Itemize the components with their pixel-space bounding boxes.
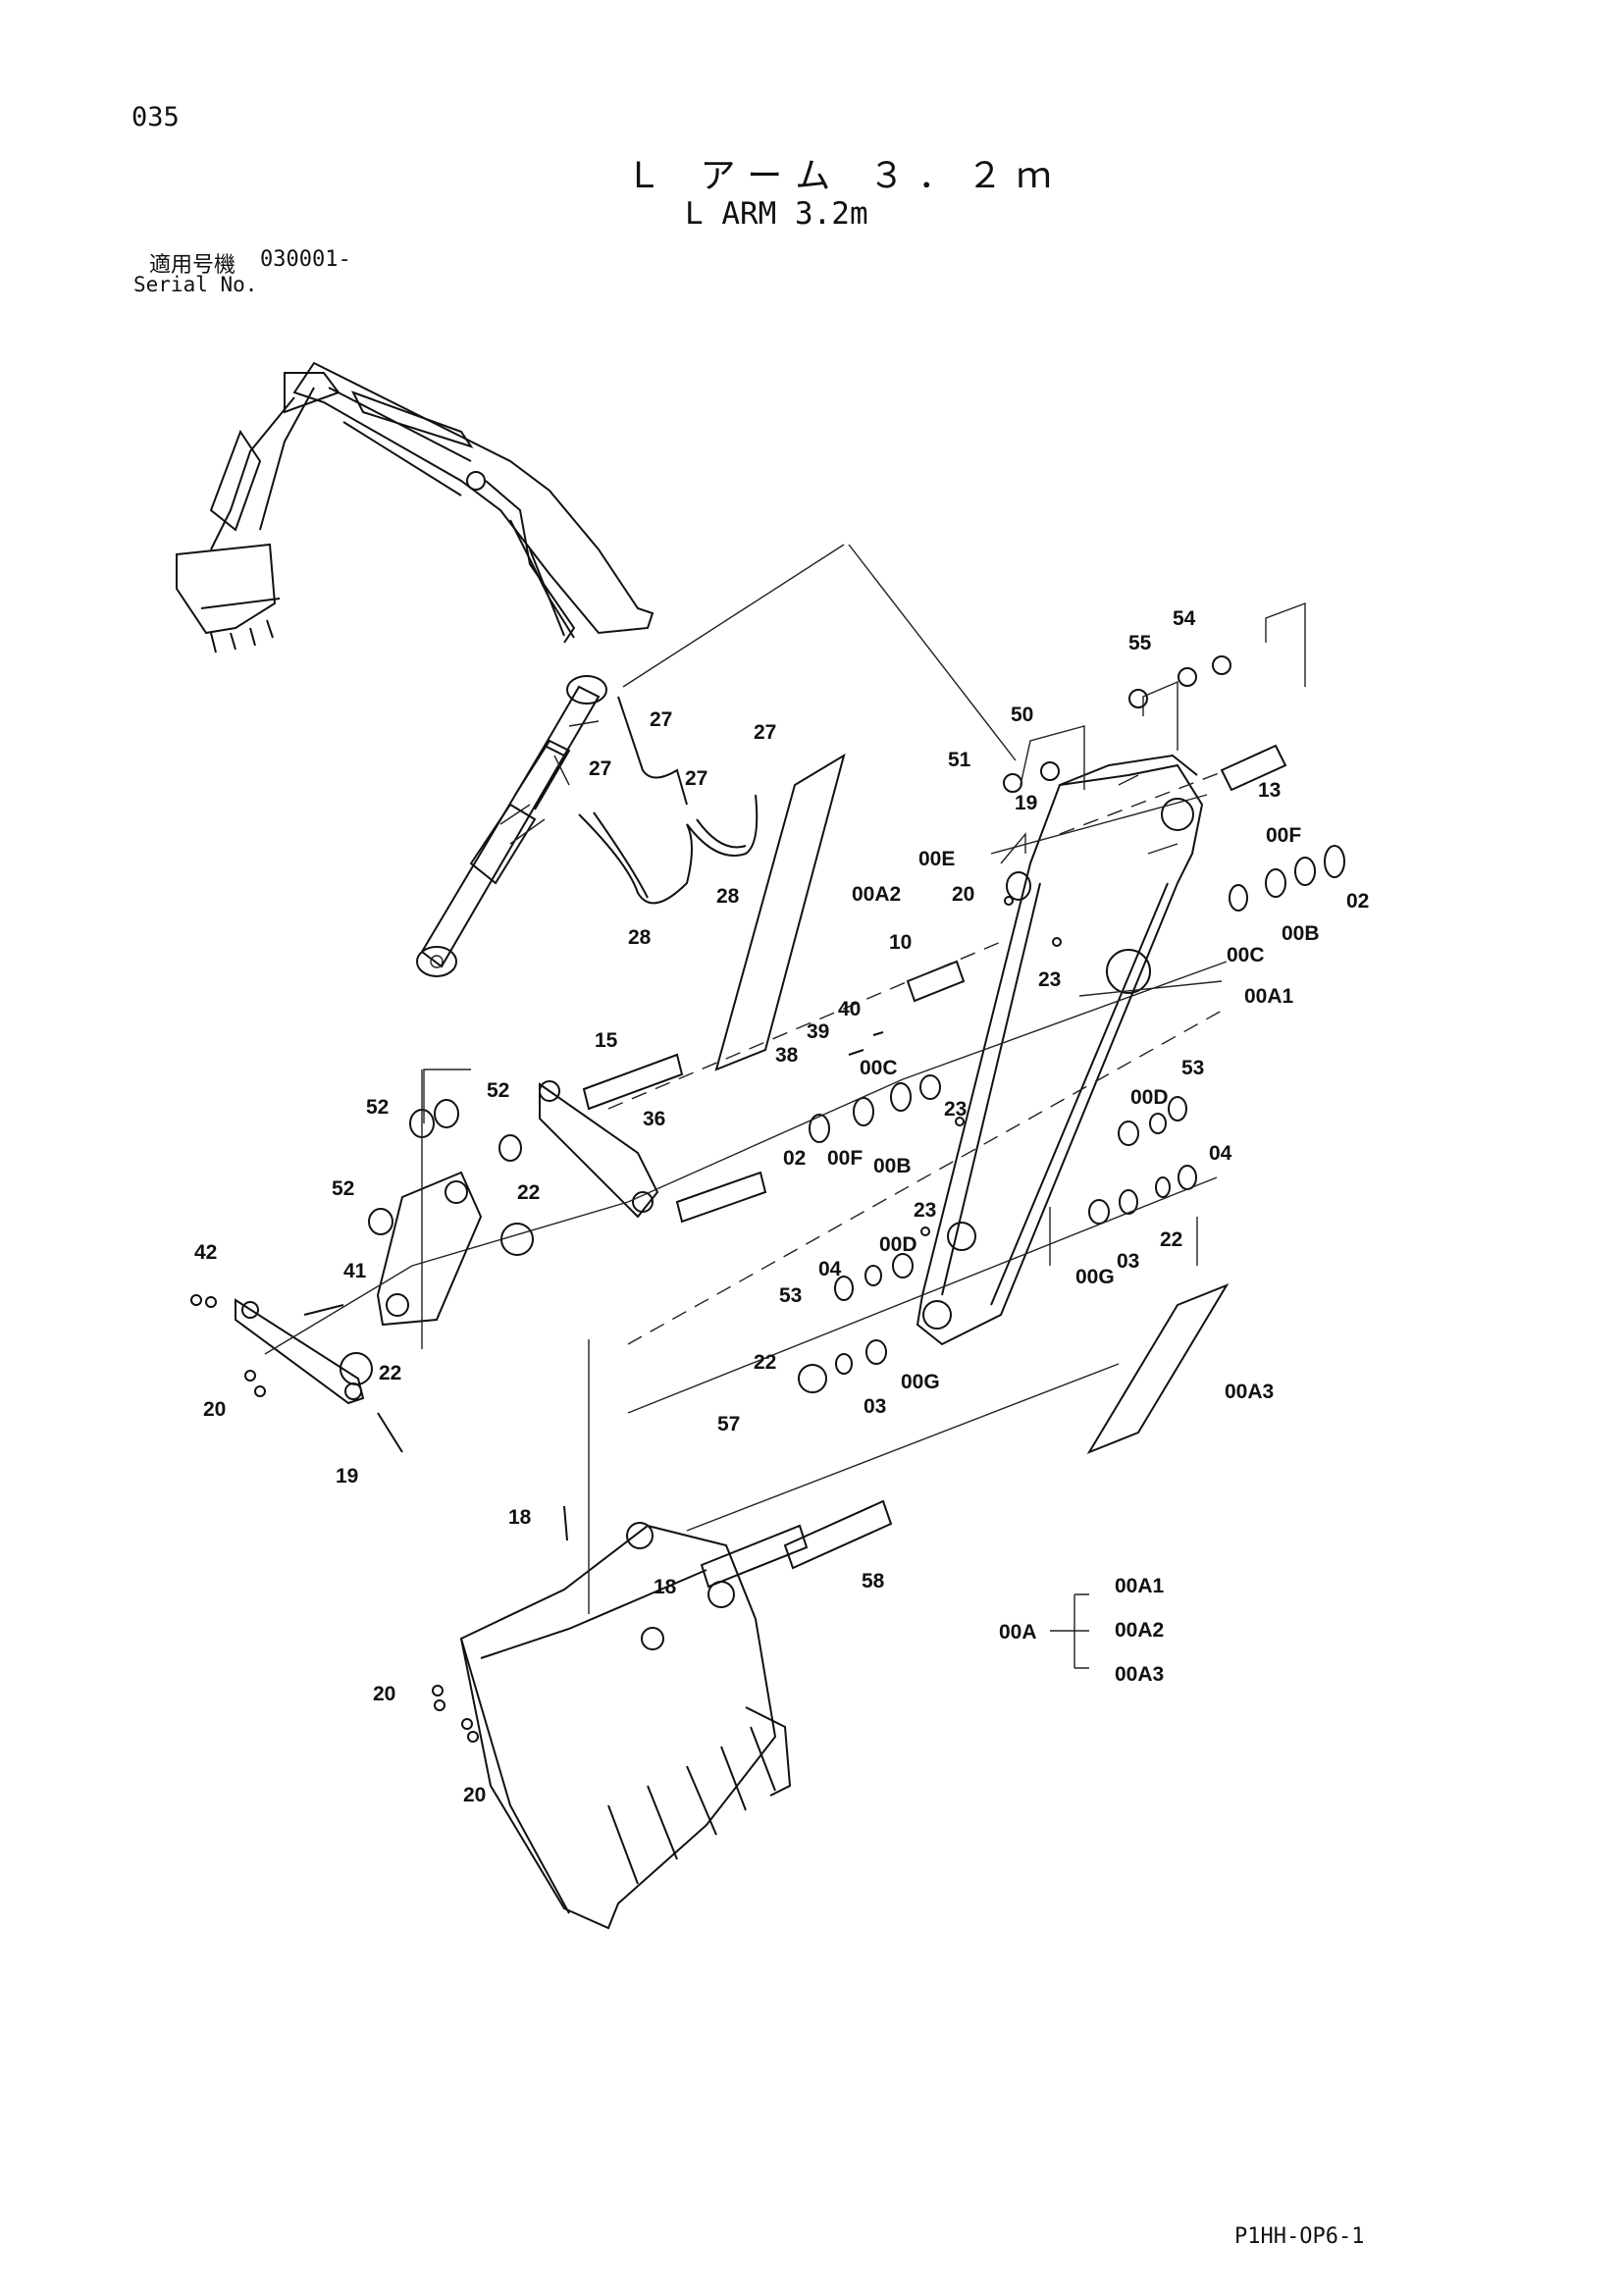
part-label-00e: 00E (918, 848, 955, 870)
part-label-00a: 00A (999, 1621, 1037, 1644)
part-label-27: 27 (754, 721, 776, 744)
part-label-00g: 00G (901, 1371, 940, 1393)
part-label-23: 23 (914, 1199, 936, 1222)
part-label-52: 52 (366, 1096, 389, 1119)
part-label-53: 53 (779, 1284, 802, 1307)
washers-illustration (340, 655, 1345, 1393)
fasteners-illustration (190, 896, 1062, 1743)
part-label-00a1: 00A1 (1244, 985, 1294, 1008)
part-label-22: 22 (1160, 1228, 1182, 1251)
part-label-27: 27 (589, 757, 611, 780)
part-label-00a3: 00A3 (1115, 1663, 1164, 1686)
part-label-00b: 00B (1282, 922, 1320, 945)
part-label-20: 20 (203, 1398, 226, 1421)
part-label-23: 23 (944, 1098, 967, 1121)
part-label-57: 57 (717, 1413, 740, 1435)
bucket-illustration (459, 1522, 792, 1930)
part-label-10: 10 (889, 931, 912, 954)
title-english: L ARM 3.2m (685, 196, 868, 232)
part-label-42: 42 (194, 1241, 217, 1264)
part-label-18: 18 (654, 1576, 677, 1598)
part-label-40: 40 (838, 998, 861, 1020)
serial-label-japanese: 適用号機 (149, 253, 236, 278)
part-label-52: 52 (332, 1177, 354, 1200)
part-label-51: 51 (948, 749, 971, 771)
part-label-20: 20 (373, 1683, 395, 1705)
part-label-38: 38 (775, 1044, 799, 1067)
arm-body-illustration (916, 754, 1204, 1346)
part-label-20: 20 (463, 1784, 486, 1806)
part-label-00d: 00D (879, 1233, 917, 1256)
part-label-22: 22 (379, 1362, 401, 1384)
arm-cylinder-illustration (416, 675, 607, 977)
page-number: 035 (131, 102, 180, 132)
title-japanese: Ｌ アーム ３．２ｍ (626, 156, 1066, 196)
part-label-03: 03 (864, 1395, 886, 1418)
part-label-00d: 00D (1130, 1086, 1169, 1109)
serial-number: 030001- (260, 247, 351, 272)
part-label-22: 22 (754, 1351, 776, 1374)
part-label-00c: 00C (1227, 944, 1265, 966)
part-label-41: 41 (343, 1260, 367, 1282)
part-label-04: 04 (1209, 1142, 1232, 1165)
pins-illustration (582, 744, 1287, 1589)
serial-label-english: Serial No. (133, 273, 258, 296)
part-labels: 27 27 27 27 28 28 00A2 10 51 50 55 54 19… (194, 607, 1369, 1806)
part-label-00f: 00F (827, 1147, 863, 1170)
part-label-28: 28 (716, 885, 740, 908)
part-label-50: 50 (1011, 704, 1033, 726)
hoses-illustration (578, 696, 759, 905)
reference-lines (264, 544, 1306, 1669)
part-label-27: 27 (685, 767, 707, 790)
side-links-illustration (235, 1080, 659, 1405)
part-label-27: 27 (650, 708, 672, 731)
part-label-02: 02 (1346, 890, 1369, 913)
part-label-53: 53 (1181, 1057, 1204, 1079)
part-label-00g: 00G (1075, 1266, 1115, 1288)
document-code: P1HH-OP6-1 (1234, 2224, 1365, 2249)
part-label-02: 02 (783, 1147, 806, 1170)
part-label-23: 23 (1038, 968, 1061, 991)
part-label-04: 04 (818, 1258, 842, 1280)
part-label-00f: 00F (1266, 824, 1301, 847)
part-label-54: 54 (1173, 607, 1196, 630)
part-label-13: 13 (1258, 779, 1281, 802)
part-label-39: 39 (807, 1020, 829, 1043)
part-label-15: 15 (595, 1029, 618, 1052)
part-label-00a1: 00A1 (1115, 1575, 1165, 1597)
part-label-36: 36 (643, 1108, 665, 1130)
part-label-00b: 00B (873, 1155, 912, 1177)
part-label-18: 18 (508, 1506, 532, 1529)
part-label-22: 22 (517, 1181, 540, 1204)
part-label-19: 19 (1015, 792, 1037, 814)
plates-illustration (714, 753, 1230, 1455)
part-label-03: 03 (1117, 1250, 1139, 1273)
part-label-20: 20 (952, 883, 974, 906)
part-label-00a2: 00A2 (852, 883, 901, 906)
part-label-28: 28 (628, 926, 652, 949)
part-label-52: 52 (487, 1079, 509, 1102)
excavator-overview-illustration (176, 361, 654, 653)
part-label-55: 55 (1128, 632, 1152, 654)
part-label-00a2: 00A2 (1115, 1619, 1164, 1642)
part-label-19: 19 (336, 1465, 358, 1487)
part-label-00a3: 00A3 (1225, 1381, 1274, 1403)
part-label-00c: 00C (860, 1057, 898, 1079)
part-label-58: 58 (862, 1570, 885, 1592)
